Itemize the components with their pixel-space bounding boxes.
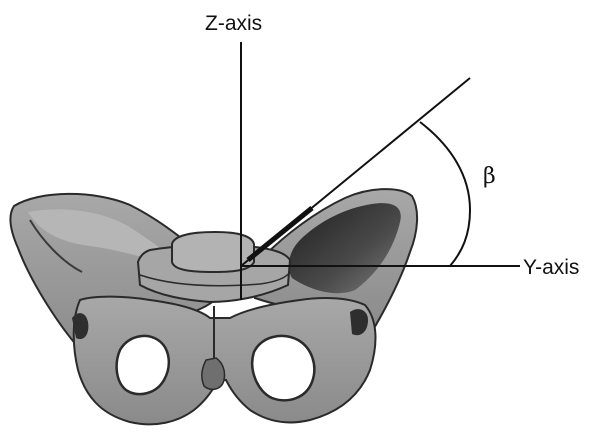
beta-angle-label: β <box>483 164 496 189</box>
beta-angle-arc <box>420 122 470 266</box>
right-obturator-foramen <box>252 336 314 400</box>
z-axis-label: Z-axis <box>205 12 262 35</box>
coccyx <box>202 358 225 389</box>
left-obturator-foramen <box>117 336 169 394</box>
y-axis-label: Y-axis <box>523 256 579 279</box>
pelvis-illustration <box>11 189 418 424</box>
